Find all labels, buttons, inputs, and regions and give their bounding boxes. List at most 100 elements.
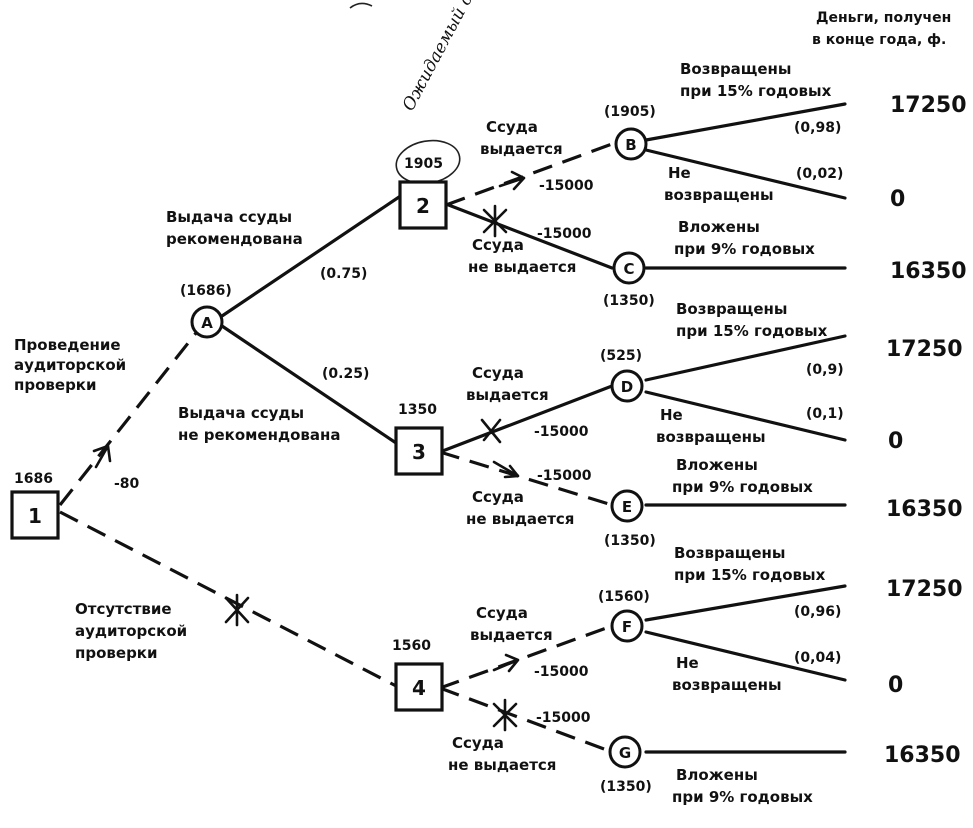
- payoff-d-returned: 17250: [886, 337, 963, 362]
- decision-node-1-value: 1686: [14, 471, 53, 487]
- chance-node-G-value: (1350): [600, 779, 652, 795]
- branch-B-not-returned: [644, 148, 847, 200]
- n4-loan-no-1: Ссуда: [452, 734, 504, 752]
- branch-F-not-returned: [644, 630, 847, 682]
- c-invested-1: Вложены: [678, 218, 760, 236]
- decision-node-4: 4 1560: [392, 638, 444, 712]
- payoff-b-returned: 17250: [890, 93, 967, 118]
- n3-loan-yes-2: выдается: [466, 386, 549, 404]
- branch-rec: [220, 193, 404, 318]
- f-not-returned-2: возвращены: [672, 676, 782, 694]
- n3-amount-yes: -15000: [534, 424, 589, 440]
- arrow-3-no: [492, 460, 520, 479]
- decision-node-3-label: 3: [412, 440, 426, 464]
- d-not-returned-1: Не: [660, 406, 683, 424]
- n2-loan-no-1: Ссуда: [472, 236, 524, 254]
- b-returned-2: при 15% годовых: [680, 82, 832, 100]
- n2-amount-yes: -15000: [539, 178, 594, 194]
- n3-amount-no: -15000: [537, 468, 592, 484]
- e-invested-1: Вложены: [676, 456, 758, 474]
- f-prob-returned: (0,96): [794, 604, 841, 620]
- decision-node-1-label: 1: [28, 504, 42, 528]
- decision-node-3-value: 1350: [398, 402, 437, 418]
- d-prob-not-returned: (0,1): [806, 406, 844, 422]
- branch-D-not-returned: [644, 390, 847, 442]
- n3-loan-no-2: не выдается: [466, 510, 574, 528]
- arrow-4-yes: [492, 653, 520, 673]
- branch-F-returned: [644, 584, 847, 622]
- chance-node-E: E (1350): [604, 489, 656, 549]
- d-returned-1: Возвращены: [676, 300, 788, 318]
- payoff-g: 16350: [884, 743, 961, 768]
- prob-notrec: (0.25): [322, 366, 369, 382]
- n3-loan-yes-1: Ссуда: [472, 364, 524, 382]
- chance-node-D-value: (525): [600, 348, 642, 364]
- decision-node-4-value: 1560: [392, 638, 431, 654]
- decision-node-2: 2 1905: [398, 156, 448, 230]
- chance-node-C-value: (1350): [603, 293, 655, 309]
- g-invested-1: Вложены: [676, 766, 758, 784]
- chance-node-G-label: G: [619, 744, 631, 762]
- b-not-returned-2: возвращены: [664, 186, 774, 204]
- b-returned-1: Возвращены: [680, 60, 792, 78]
- n2-loan-yes-2: выдается: [480, 140, 563, 158]
- f-prob-not-returned: (0,04): [794, 650, 841, 666]
- f-returned-2: при 15% годовых: [674, 566, 826, 584]
- chance-node-E-label: E: [622, 498, 632, 516]
- payoff-d-not-returned: 0: [888, 429, 903, 454]
- n4-amount-no: -15000: [536, 710, 591, 726]
- chance-node-B-value: (1905): [604, 104, 656, 120]
- arrow-audit: [92, 444, 112, 469]
- chance-node-A-value: (1686): [180, 283, 232, 299]
- prob-rec: (0.75): [320, 266, 367, 282]
- audit-cost: -80: [114, 476, 140, 492]
- g-invested-2: при 9% годовых: [672, 788, 813, 806]
- decision-node-2-label: 2: [416, 194, 430, 218]
- n2-loan-yes-1: Ссуда: [486, 118, 538, 136]
- handwritten-note: Ожидаемый денежный доход: [399, 0, 545, 114]
- no-audit-label-1: Отсутствие: [75, 600, 172, 618]
- chance-node-F-label: F: [622, 618, 632, 636]
- n4-loan-yes-1: Ссуда: [476, 604, 528, 622]
- c-invested-2: при 9% годовых: [674, 240, 815, 258]
- payoff-f-not-returned: 0: [888, 673, 903, 698]
- payoff-f-returned: 17250: [886, 577, 963, 602]
- payoff-e: 16350: [886, 497, 963, 522]
- chance-node-A-label: A: [201, 314, 213, 332]
- n3-loan-no-1: Ссуда: [472, 488, 524, 506]
- header-line-1: Деньги, получен: [816, 10, 951, 26]
- chance-node-C-label: C: [623, 260, 634, 278]
- audit-label-3: проверки: [14, 376, 97, 394]
- chance-node-C: C (1350): [603, 251, 655, 309]
- decision-node-3: 3 1350: [394, 402, 444, 476]
- n2-amount-no: -15000: [537, 226, 592, 242]
- branch-B-returned: [644, 102, 847, 142]
- n4-amount-yes: -15000: [534, 664, 589, 680]
- b-prob-not-returned: (0,02): [796, 166, 843, 182]
- n2-loan-no-2: не выдается: [468, 258, 576, 276]
- payoff-c: 16350: [890, 259, 967, 284]
- n4-loan-yes-2: выдается: [470, 626, 553, 644]
- x-mark-no-audit: [224, 593, 250, 627]
- rec-label-1: Выдача ссуды: [166, 208, 292, 226]
- d-returned-2: при 15% годовых: [676, 322, 828, 340]
- payoff-b-not-returned: 0: [890, 187, 905, 212]
- n4-loan-no-2: не выдается: [448, 756, 556, 774]
- e-invested-2: при 9% годовых: [672, 478, 813, 496]
- chance-node-F-value: (1560): [598, 589, 650, 605]
- chance-node-E-value: (1350): [604, 533, 656, 549]
- chance-node-B: B (1905): [604, 104, 656, 161]
- decision-node-1: 1 1686: [10, 471, 60, 540]
- d-prob-returned: (0,9): [806, 362, 844, 378]
- chance-node-A: A (1686): [180, 283, 232, 339]
- header-line-2: в конце года, ф.: [812, 32, 946, 48]
- branch-no-audit: [59, 510, 401, 690]
- d-not-returned-2: возвращены: [656, 428, 766, 446]
- branch-audit: [58, 327, 202, 506]
- f-not-returned-1: Не: [676, 654, 699, 672]
- no-audit-label-3: проверки: [75, 644, 158, 662]
- branch-3-to-D: [438, 384, 614, 454]
- decision-node-4-label: 4: [412, 676, 426, 700]
- chance-node-F: F (1560): [598, 589, 650, 643]
- b-prob-returned: (0,98): [794, 120, 841, 136]
